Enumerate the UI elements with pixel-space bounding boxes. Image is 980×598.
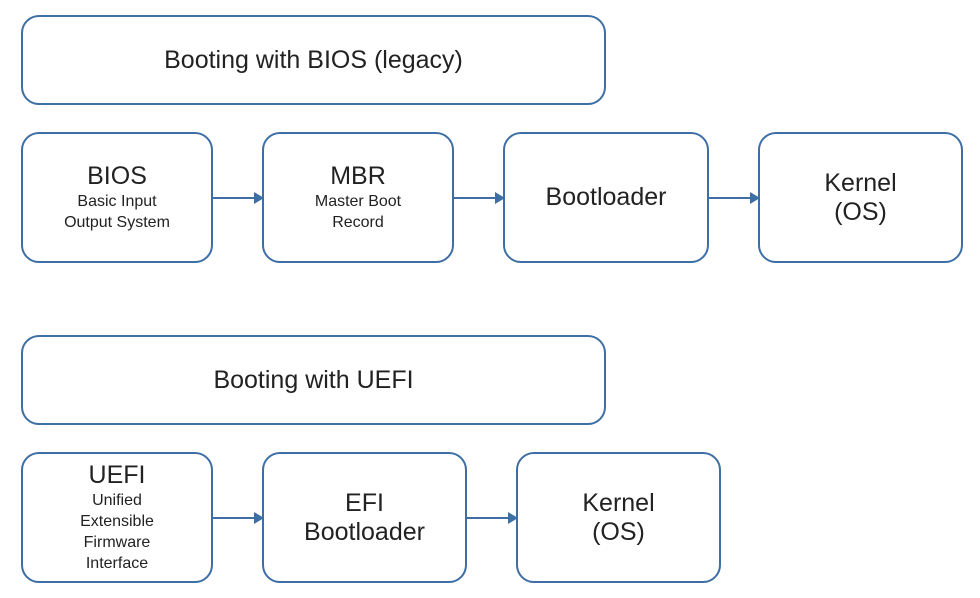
kernel-label-legacy: Kernel [824,168,897,197]
kernel-label-uefi: Kernel [582,488,655,517]
kernel-box-uefi: Kernel (OS) [516,452,721,583]
bios-desc-line1: Basic Input [77,193,157,210]
arrow-mbr-to-bootloader [454,192,505,204]
bootloader-label: Bootloader [545,183,667,211]
uefi-label: UEFI [88,461,146,489]
mbr-desc-line2: Record [332,214,384,231]
kernel-os-label-uefi: (OS) [592,517,645,546]
mbr-box: MBR Master Boot Record [262,132,454,263]
arrow-uefi-to-efi-bootloader [213,512,264,524]
mbr-desc-line1: Master Boot [314,193,402,210]
kernel-os-label-legacy: (OS) [834,197,887,226]
efi-label: EFI [345,488,384,517]
mbr-label: MBR [330,162,386,190]
uefi-box: UEFI Unified Extensible Firmware Interfa… [21,452,213,583]
arrow-efi-bootloader-to-kernel [467,512,518,524]
efi-bootloader-box: EFI Bootloader [262,452,467,583]
bios-box: BIOS Basic Input Output System [21,132,213,263]
bios-section-title-text: Booting with BIOS (legacy) [164,45,463,74]
kernel-box-legacy: Kernel (OS) [758,132,963,263]
uefi-desc-line4: Interface [85,555,149,572]
bootloader-box: Bootloader [503,132,709,263]
uefi-section-title-text: Booting with UEFI [213,365,414,394]
uefi-desc-line3: Firmware [83,534,151,551]
bios-desc-line2: Output System [64,214,170,231]
arrow-bios-to-mbr [213,192,264,204]
uefi-desc-line2: Extensible [80,513,154,530]
efi-bootloader-label: Bootloader [304,517,425,546]
arrow-bootloader-to-kernel [709,192,760,204]
uefi-desc-line1: Unified [92,492,142,509]
bios-section-title: Booting with BIOS (legacy) [21,15,606,105]
bios-label: BIOS [87,162,147,190]
uefi-section-title: Booting with UEFI [21,335,606,425]
